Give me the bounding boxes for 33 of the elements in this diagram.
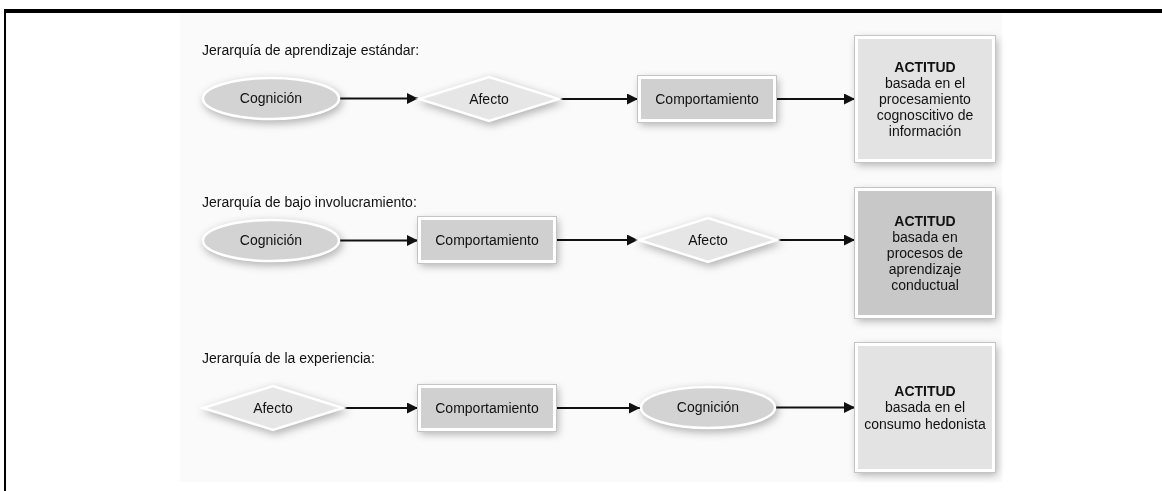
box-heading: ACTITUD <box>893 212 957 229</box>
process-box <box>418 217 556 263</box>
arrow <box>776 93 855 105</box>
node-label: Cognición <box>239 232 303 249</box>
row-heading: Jerarquía de la experiencia: <box>202 350 375 366</box>
node-label: Cognición <box>239 90 303 107</box>
process-box <box>855 188 995 318</box>
process-box <box>855 343 995 472</box>
arrow <box>340 235 418 246</box>
box-text: basada en procesos de aprendizaje conductual <box>885 228 965 294</box>
arrow <box>344 402 418 414</box>
node-label: Afecto <box>253 399 293 417</box>
node-label: Comportamiento <box>435 399 539 417</box>
arrow <box>556 234 638 246</box>
arrow <box>778 234 855 246</box>
node-label: Afecto <box>469 90 509 108</box>
node-label: Afecto <box>688 231 728 249</box>
box-heading: ACTITUD <box>893 383 957 400</box>
arrow <box>560 93 638 105</box>
box-heading: ACTITUD <box>893 58 957 75</box>
arrow <box>776 402 855 413</box>
box-text: basada en el consumo hedonista <box>863 399 987 432</box>
node-label: Cognición <box>676 399 740 416</box>
node-label: Comportamiento <box>435 231 539 249</box>
arrow <box>556 402 640 414</box>
node-label: Comportamiento <box>655 90 759 108</box>
process-box <box>638 76 776 122</box>
box-text: basada en el procesamiento cognoscitivo de información <box>875 74 975 140</box>
row-heading: Jerarquía de bajo involucramiento: <box>202 194 417 210</box>
arrow <box>340 93 418 104</box>
row-heading: Jerarquía de aprendizaje estándar: <box>202 42 420 58</box>
process-box <box>418 385 556 431</box>
process-box <box>855 36 995 162</box>
